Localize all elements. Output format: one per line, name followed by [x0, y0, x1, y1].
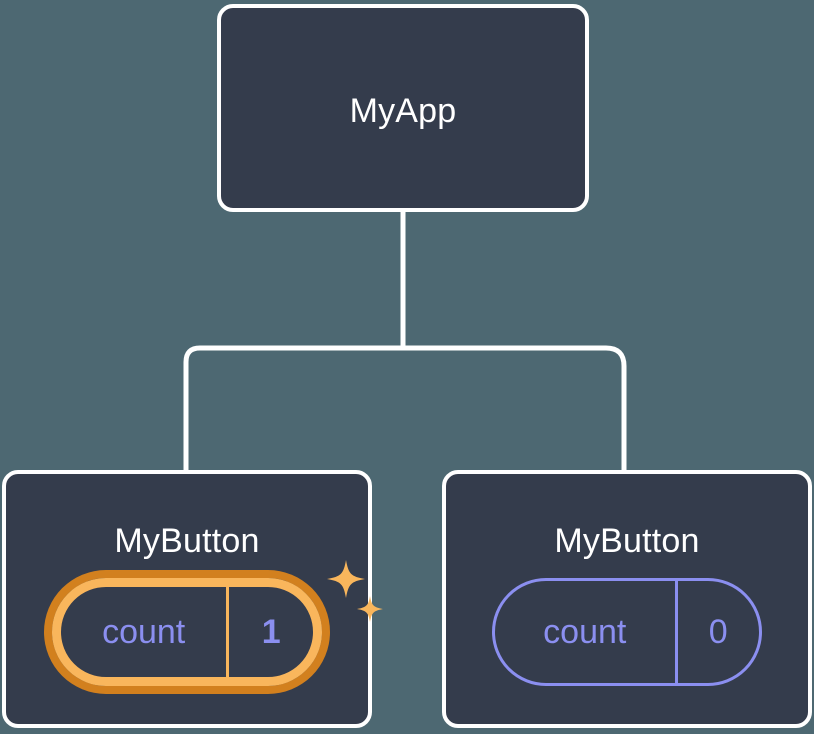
- sparkle-large-icon: [327, 560, 365, 598]
- sparkle-group: [327, 560, 383, 622]
- sparkle-small-icon: [357, 596, 383, 622]
- state-pill-left[interactable]: count 1: [52, 578, 322, 686]
- state-pill-right[interactable]: count 0: [492, 578, 762, 686]
- connector-branch-bus: [183, 345, 627, 470]
- state-pill-left-key: count: [61, 587, 230, 677]
- node-myapp[interactable]: MyApp: [217, 4, 589, 212]
- node-mybutton-left[interactable]: MyButton count 1: [2, 470, 383, 728]
- state-pill-right-wrapper: count 0: [492, 578, 762, 686]
- node-mybutton-left-title: MyButton: [114, 522, 260, 560]
- node-mybutton-right[interactable]: MyButton count 0: [442, 470, 812, 728]
- node-myapp-title: MyApp: [349, 92, 457, 130]
- state-pill-left-value: 1: [261, 612, 281, 651]
- node-mybutton-right-title: MyButton: [554, 522, 700, 560]
- state-pill-right-value: 0: [708, 612, 728, 651]
- state-pill-left-wrapper: count 1: [52, 560, 383, 686]
- state-pill-right-key: count: [495, 581, 678, 683]
